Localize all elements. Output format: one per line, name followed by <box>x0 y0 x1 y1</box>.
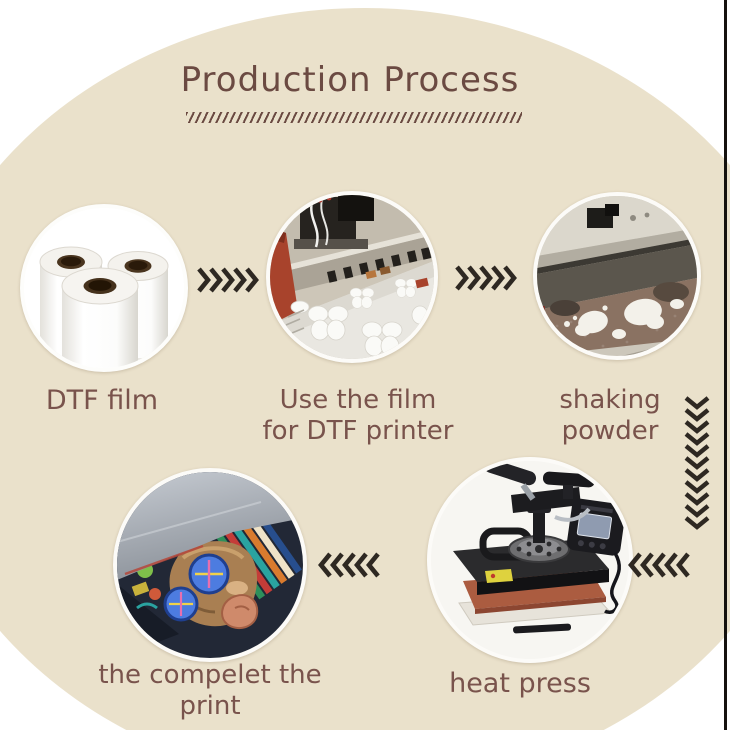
chevrons-left-icon <box>318 551 380 579</box>
step-label-finished-print: the compelet the print <box>80 660 340 721</box>
step-label-finished-print-line1: the compelet the <box>98 660 322 690</box>
finished-print-illustration <box>117 472 303 658</box>
dtf-printer-illustration <box>270 195 434 359</box>
heat-press-illustration <box>431 461 629 659</box>
step-label-dtf-printer: Use the film for DTF printer <box>248 385 468 446</box>
step-label-shaking-powder: shaking powder <box>542 385 678 446</box>
step-label-shaking-powder-line1: shaking <box>559 385 661 415</box>
chevrons-right-icon <box>197 266 259 294</box>
title-underline-hatch <box>186 112 522 123</box>
film-rolls-illustration <box>24 208 184 368</box>
dtf-printer-photo <box>266 191 438 363</box>
step-label-dtf-printer-line1: Use the film <box>279 385 437 415</box>
chevrons-down-icon <box>683 396 711 534</box>
step-label-dtf-printer-line2: for DTF printer <box>262 415 454 446</box>
chevrons-left-icon <box>628 551 690 579</box>
finished-print-photo <box>113 468 307 662</box>
step-label-dtf-film: DTF film <box>45 385 159 416</box>
chevrons-right-icon <box>455 264 517 292</box>
dtf-film-rolls-photo <box>20 204 188 372</box>
powder-shaker-illustration <box>537 196 697 356</box>
heat-press-photo <box>427 457 633 663</box>
step-label-heat-press: heat press <box>449 668 591 699</box>
powder-shaker-photo <box>533 192 701 360</box>
page-title: Production Process <box>180 60 520 100</box>
step-label-shaking-powder-line2: powder <box>561 415 659 446</box>
step-label-finished-print-line2: print <box>179 690 241 721</box>
image-right-border <box>724 0 727 730</box>
